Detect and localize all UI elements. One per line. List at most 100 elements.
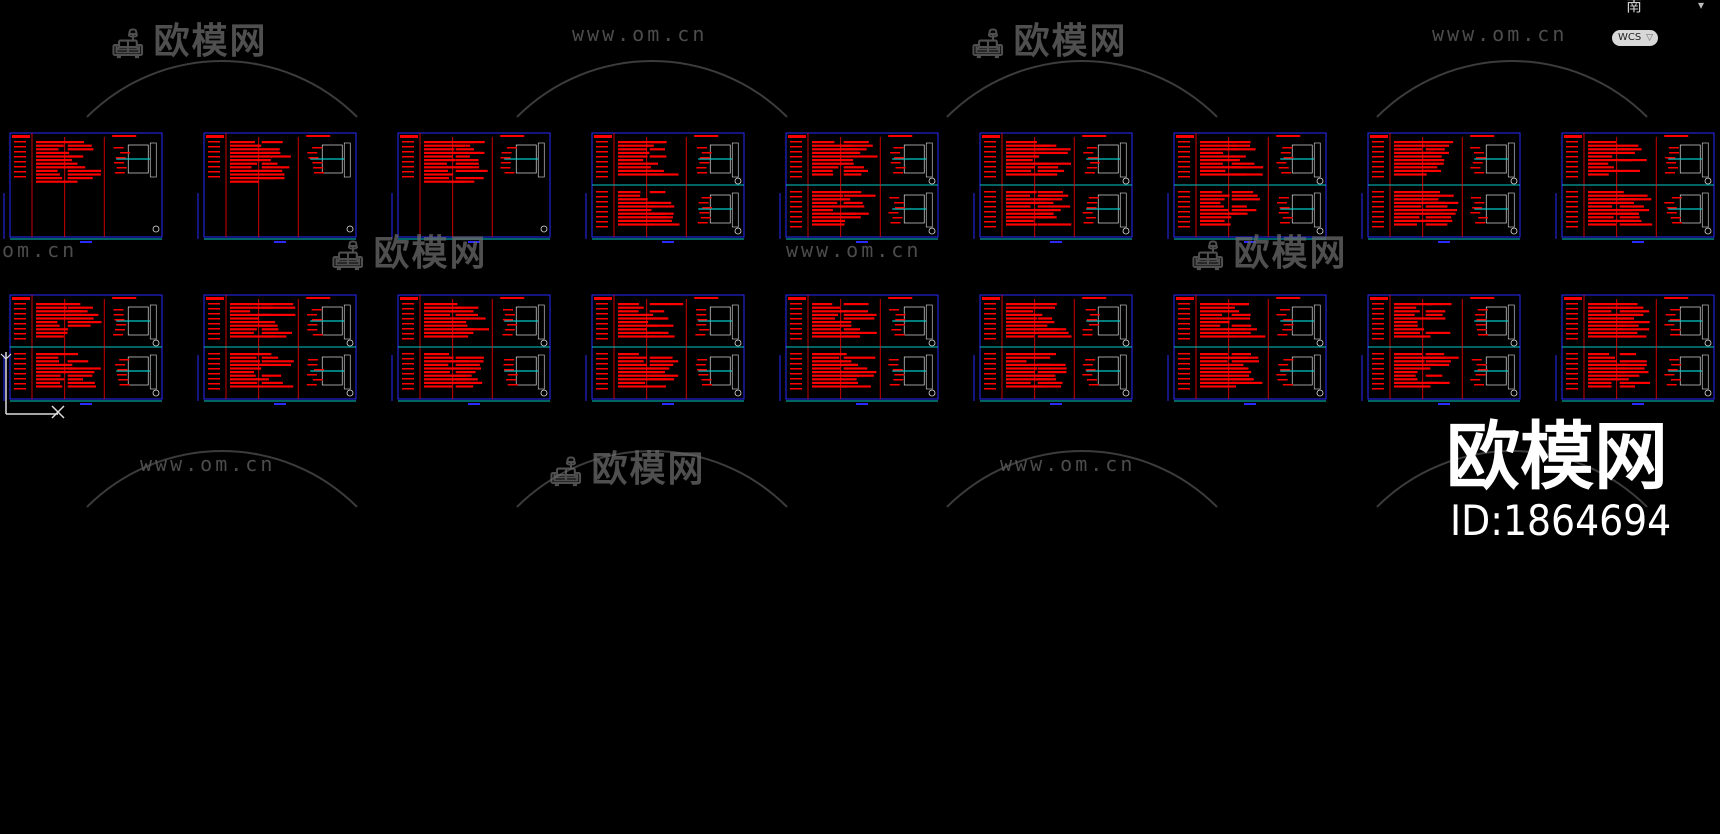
text-block-line [1200,371,1233,374]
text-block-line [1619,367,1645,370]
drawing-sheet[interactable] [1555,294,1715,405]
drawing-sheet[interactable] [391,132,551,243]
text-block-line [618,335,656,338]
detail-tag-circle [1122,389,1130,397]
detail-callout [890,162,901,164]
text-block-line [649,356,673,359]
index-mark [208,388,220,390]
text-block-line [1619,317,1635,320]
text-block-line [1200,166,1242,169]
text-block-line [455,360,484,363]
text-block-line [843,148,867,151]
drawing-sheet[interactable] [779,132,939,243]
index-mark [208,166,220,168]
index-mark [1178,226,1190,228]
text-block-line [812,205,845,208]
index-mark [984,166,996,168]
text-block-line [1588,378,1629,381]
index-mark [596,156,608,158]
text-block-line [1425,191,1441,194]
wcs-button[interactable]: WCS▽ [1612,30,1658,46]
cad-viewport[interactable]: 🛋欧模网 www.om.cn 🛋欧模网 www.om.cn om.cn 🛋欧模网… [0,0,1720,597]
detail-callout [699,162,710,164]
text-block-line [455,169,488,172]
index-mark [790,196,802,198]
detail-callout [1474,384,1485,386]
detail-callout [1276,162,1287,164]
detail-callout [113,314,124,316]
drawing-sheet[interactable] [1167,132,1327,243]
text-block-line [1231,335,1266,338]
sheet-header-mark [694,135,719,137]
drawing-sheet[interactable] [973,132,1133,243]
detail-callout [1670,334,1681,336]
drawing-sheet[interactable] [973,294,1133,405]
drawing-sheet[interactable] [197,294,357,405]
index-mark [984,211,996,213]
text-block-line [1425,313,1443,316]
text-block-line [1231,194,1258,197]
text-block-line [1425,159,1445,162]
text-block-line [1394,191,1429,194]
text-block-line [1231,371,1252,374]
sheet-header-mark [888,297,913,299]
text-block-line [261,385,294,388]
watermark-url: www.om.cn [572,22,708,46]
text-block-line [812,313,838,316]
text-block-line [1394,310,1420,313]
drawing-sheet[interactable] [1361,294,1521,405]
drawing-sheet[interactable] [1167,294,1327,405]
detail-wall [1313,192,1321,228]
text-block-line [1588,219,1634,222]
text-block-line [1588,169,1640,172]
detail-callout [1278,364,1289,366]
text-block-line [812,360,852,363]
drawing-sheet[interactable] [3,132,163,243]
index-mark [1178,156,1190,158]
index-mark [790,313,802,315]
index-mark [790,328,802,330]
drawing-sheet[interactable] [197,132,357,243]
text-block-line [1037,385,1062,388]
detail-callout [120,152,131,154]
detail-callout [1670,217,1681,219]
text-block-line [36,321,58,324]
index-mark [1566,313,1578,315]
text-block-line [843,313,877,316]
index-mark [402,318,414,320]
text-block-line [618,374,667,377]
index-mark [1566,323,1578,325]
text-block-line [649,363,674,366]
drawing-sheet[interactable] [3,294,163,405]
index-mark [1178,221,1190,223]
detail-callout [702,207,713,209]
watermark-logo: 🛋欧模网 [970,21,1128,62]
text-block-line [812,306,840,309]
text-block-line [36,151,70,154]
watermark-url: www.om.cn [786,238,922,262]
compass-south-label[interactable]: 南 [1626,0,1643,15]
text-block-line [649,216,673,219]
detail-callout [312,334,323,336]
index-mark [596,166,608,168]
detail-callout [1476,319,1487,321]
drawing-sheet[interactable] [779,294,939,405]
drawing-sheet[interactable] [585,294,745,405]
watermark-arc [890,60,1274,444]
drawing-sheet[interactable] [1361,132,1521,243]
text-block-line [1588,194,1627,197]
chevron-down-icon[interactable]: ▾ [1698,0,1705,12]
text-block-line [1588,212,1639,215]
drawing-sheets[interactable] [0,0,1720,597]
drawing-sheet[interactable] [391,294,551,405]
index-mark [402,358,414,360]
sheet-number-mark [856,403,868,405]
drawing-sheet[interactable] [1555,132,1715,243]
index-mark [208,378,220,380]
detail-wall [1119,304,1127,340]
sheet-header-mark [112,135,137,137]
text-block-line [1037,198,1063,201]
text-block-line [618,310,639,313]
drawing-sheet[interactable] [585,132,745,243]
detail-callout [1082,329,1093,331]
